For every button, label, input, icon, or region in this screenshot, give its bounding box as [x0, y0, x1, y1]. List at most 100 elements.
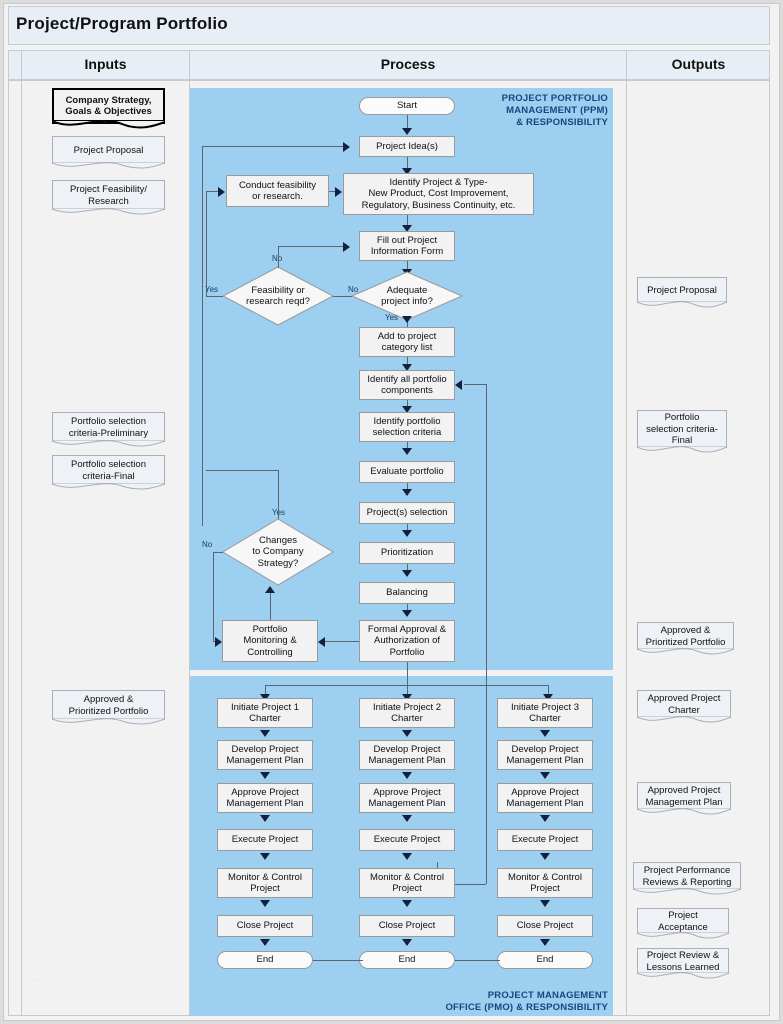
project-3-monitor-control: Monitor & Control Project [497, 868, 593, 898]
arrow-category-to-components [402, 364, 412, 371]
output-criteria-final-line-1: Portfolio [664, 412, 700, 424]
project-3-initiate-line-2: Charter [529, 713, 561, 724]
conn-input-proposal-v [202, 146, 203, 526]
column-header-band [8, 50, 770, 80]
conn-approval-to-monitoring [325, 641, 359, 642]
add-to-category-line-1: Add to project [377, 330, 437, 342]
conn-fanout-p3 [548, 685, 549, 698]
process-identify-criteria: Identify portfolio selection criteria [359, 412, 455, 442]
lane-pmo-label: PROJECT MANAGEMENT OFFICE (PMO) & RESPON… [420, 990, 608, 1014]
arrow-approval-to-monitoring [318, 637, 325, 647]
output-project-acceptance-line-1: Project [668, 910, 698, 921]
conn-ideas-to-identify [407, 157, 408, 172]
output-approved-pmp-line-1: Approved Project [647, 785, 721, 796]
project-2-monitor-control: Monitor & Control Project [359, 868, 455, 898]
conn-fanout-p2 [407, 685, 408, 698]
conn-feedback-vertical [486, 384, 487, 884]
arrow-p1-3 [260, 815, 270, 822]
arrow-feasibility-no [343, 242, 350, 252]
decision-feasibility-label: Feasibility or research reqd? [222, 266, 334, 326]
arrow-p2-3 [402, 815, 412, 822]
arrow-fanout-p1 [260, 694, 270, 701]
conn-input-proposal-h [202, 146, 345, 147]
identify-project-type-line-2: New Product, Cost Improvement, [368, 188, 509, 200]
input-project-feasibility: Project Feasibility/ Research [52, 180, 165, 218]
project-1-monitor-control: Monitor & Control Project [217, 868, 313, 898]
arrow-p3-5 [540, 900, 550, 907]
portfolio-monitoring-line-3: Controlling [247, 646, 293, 658]
output-lessons-learned-line-2: Lessons Learned [646, 961, 720, 973]
input-approved-prioritized-portfolio-body: Approved & Prioritized Portfolio [52, 690, 165, 720]
arrow-p2-5 [402, 900, 412, 907]
input-criteria-final-line-2: criteria-Final [82, 470, 135, 482]
column-header-process: Process [380, 56, 436, 72]
output-criteria-final-line-2: selection criteria- [646, 423, 718, 435]
column-header-outputs: Outputs [671, 56, 726, 72]
conn-end-p2-collect [455, 960, 500, 961]
conn-monitoring-to-changes [270, 592, 271, 620]
input-project-feasibility-body: Project Feasibility/ Research [52, 180, 165, 210]
conduct-feasibility-line-2: or research. [252, 191, 303, 202]
conn-fanout-p1 [265, 685, 266, 698]
output-project-review-lessons-learned: Project Review & Lessons Learned [637, 948, 729, 982]
arrow-feasibility-to-identify [335, 187, 342, 197]
input-approved-portfolio-line-2: Prioritized Portfolio [68, 705, 149, 717]
output-lessons-learned-body: Project Review & Lessons Learned [637, 948, 729, 974]
project-3-execute: Execute Project [497, 829, 593, 851]
output-criteria-final-line-3: Final [671, 435, 693, 447]
arrow-p2-1 [402, 730, 412, 737]
arrow-feasibility-yes [218, 187, 225, 197]
output-lessons-learned-line-1: Project Review & [646, 950, 720, 961]
conn-fillout-to-adequate [407, 261, 408, 273]
project-2-initiate-line-2: Charter [391, 713, 423, 724]
output-performance-reviews-line-1: Project Performance [643, 865, 731, 876]
project-3-end: End [497, 951, 593, 969]
project-2-approve-line-2: Management Plan [368, 798, 446, 809]
arrow-p2-6 [402, 939, 412, 946]
conn-feasibility-no-h [278, 246, 345, 247]
output-approved-charter-line-1: Approved Project [647, 693, 721, 704]
column-header-inputs: Inputs [84, 56, 127, 72]
arrow-feedback-into-components [455, 380, 462, 390]
process-project-ideas: Project Idea(s) [359, 136, 455, 157]
input-approved-portfolio-line-1: Approved & [83, 694, 134, 705]
lane-pmo-label-line-2: OFFICE (PMO) & RESPONSIBILITY [445, 1002, 608, 1013]
project-3-monitor-line-1: Monitor & Control [508, 871, 582, 883]
input-criteria-final: Portfolio selection criteria-Final [52, 455, 165, 493]
lane-ppm-label-line-3: & RESPONSIBILITY [516, 117, 608, 128]
formal-approval-line-1: Formal Approval & [367, 623, 447, 635]
output-approved-pmp-body: Approved Project Management Plan [637, 782, 731, 810]
project-3-monitor-line-2: Project [530, 883, 560, 894]
project-1-monitor-line-2: Project [250, 883, 280, 894]
arrow-criteria-to-evaluate [402, 448, 412, 455]
arrow-evaluate-to-selection [402, 489, 412, 496]
project-3-initiate-line-1: Initiate Project 3 [510, 701, 580, 713]
project-3-initiate-charter: Initiate Project 3 Charter [497, 698, 593, 728]
arrow-p2-4 [402, 853, 412, 860]
arrow-p1-4 [260, 853, 270, 860]
title-bar [8, 6, 770, 45]
fill-out-form-line-1: Fill out Project [376, 234, 438, 246]
process-start: Start [359, 97, 455, 115]
arrow-components-to-criteria [402, 406, 412, 413]
conn-start-to-ideas [407, 115, 408, 131]
lane-ppm-label-line-2: MANAGEMENT (PPM) [506, 105, 608, 116]
project-2-initiate-line-1: Initiate Project 2 [372, 701, 442, 713]
output-approved-portfolio-body: Approved & Prioritized Portfolio [637, 622, 734, 650]
identify-components-line-1: Identify all portfolio [367, 373, 447, 385]
output-approved-prioritized-portfolio: Approved & Prioritized Portfolio [637, 622, 734, 658]
output-approved-portfolio-line-1: Approved & [660, 625, 711, 636]
project-3-close: Close Project [497, 915, 593, 937]
decision-changes-line-1: Changes [258, 534, 298, 546]
project-3-develop-line-2: Management Plan [506, 755, 584, 766]
conn-category-to-components [407, 357, 408, 369]
input-project-proposal: Project Proposal [52, 136, 165, 172]
decision-adequate-label: Adequate project info? [351, 271, 463, 321]
process-identify-project-type: Identify Project & Type- New Product, Co… [343, 173, 534, 215]
decision-changes-label: Changes to Company Strategy? [222, 518, 334, 586]
process-formal-approval: Formal Approval & Authorization of Portf… [359, 620, 455, 662]
conn-feasibility-yes-to-box [206, 191, 220, 192]
portfolio-monitoring-line-2: Monitoring & [243, 635, 297, 647]
project-2-monitor-line-2: Project [392, 883, 422, 894]
